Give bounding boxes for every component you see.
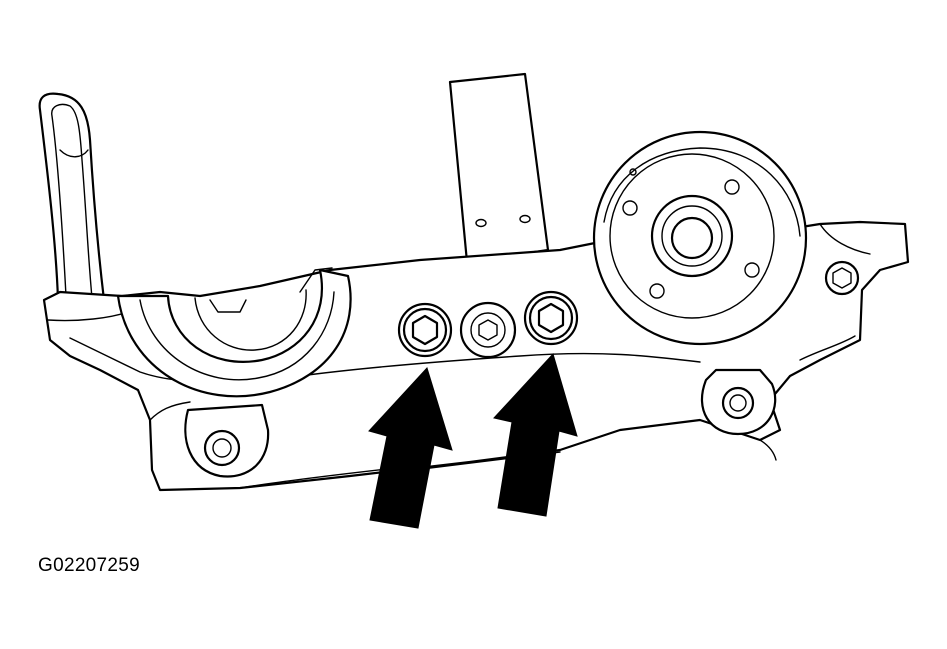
- lower-right-ear: [700, 368, 777, 436]
- figure-code-label: G02207259: [38, 555, 141, 576]
- pulley-gear: [592, 130, 808, 346]
- vertical-rod: [448, 72, 550, 264]
- lower-left-boss: [184, 403, 270, 478]
- arrow-left: [368, 367, 453, 529]
- bolt-center: [459, 301, 517, 359]
- crank-opening: [116, 267, 352, 398]
- loop-handle: [38, 92, 106, 302]
- upper-right-bolt: [824, 260, 860, 296]
- bolt-right: [523, 290, 579, 346]
- arrow-right: [493, 353, 578, 517]
- bolt-left: [397, 302, 453, 358]
